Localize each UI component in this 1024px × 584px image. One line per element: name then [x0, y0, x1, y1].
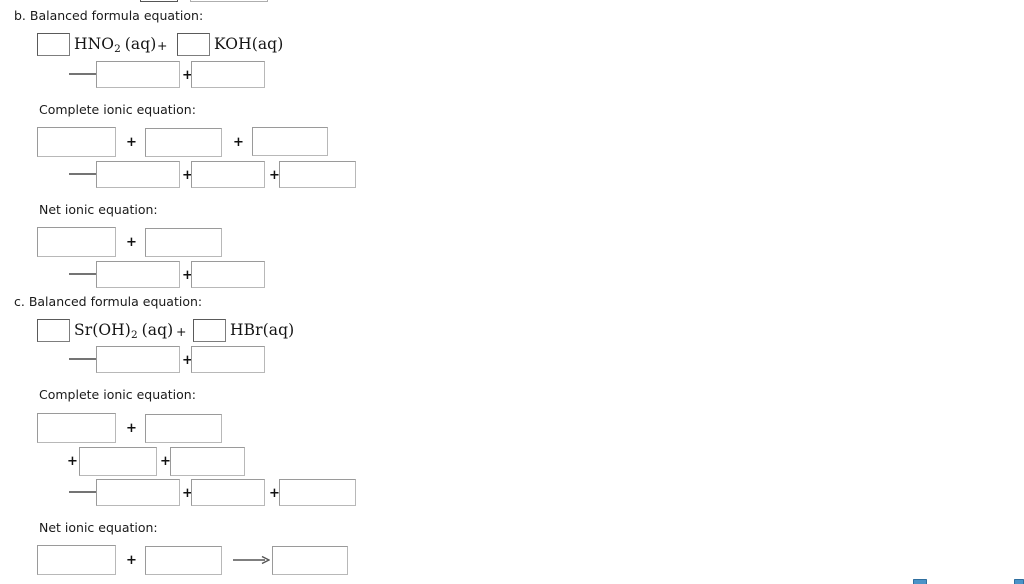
- section-b-ci-reactant-box-1[interactable]: [37, 127, 116, 157]
- section-b-ci-reactant-plus-1: +: [126, 135, 137, 150]
- section-c-product-box-2[interactable]: [191, 346, 265, 373]
- top-partial-box-1[interactable]: [140, 0, 178, 2]
- section-b-ni-reactant-plus-1: +: [126, 235, 137, 250]
- section-c-ci-product-box-1[interactable]: [96, 479, 180, 506]
- section-c-ni-product-box-1[interactable]: [272, 546, 348, 575]
- section-b-ni-product-plus-1: +: [182, 268, 193, 283]
- section-c-reactant-formula-1: Sr(OH)2(aq): [74, 321, 174, 341]
- section-c-ci-reactant-box-3[interactable]: [79, 447, 157, 476]
- section-b-ci-reactant-box-2[interactable]: [145, 128, 222, 157]
- section-b-net-ionic-label: Net ionic equation:: [39, 202, 158, 217]
- section-c-product-plus-1: +: [182, 353, 193, 368]
- section-b-ci-product-plus-1: +: [182, 168, 193, 183]
- section-c-ci-reactant-plus-2: +: [67, 454, 78, 469]
- section-b-ni-reactant-box-2[interactable]: [145, 228, 222, 257]
- section-b-ni-reactant-box-1[interactable]: [37, 227, 116, 257]
- section-c-ni-reaction-arrow: [232, 554, 270, 566]
- section-c-coefficient-box-2[interactable]: [193, 319, 226, 342]
- section-b-ci-product-box-1[interactable]: [96, 161, 180, 188]
- section-b-product-box-2[interactable]: [191, 61, 265, 88]
- bottom-partial-widget-2[interactable]: [1014, 579, 1024, 584]
- section-c-ci-product-plus-2: +: [269, 486, 280, 501]
- section-c-ni-reactant-box-2[interactable]: [145, 546, 222, 575]
- section-b-coefficient-box-2[interactable]: [177, 33, 210, 56]
- section-c-ci-reactant-box-2[interactable]: [145, 414, 222, 443]
- section-c-reactant-formula-2: HBr(aq): [230, 321, 295, 339]
- section-c-coefficient-box-1[interactable]: [37, 319, 70, 342]
- section-b-reactant-formula-1: HNO2(aq): [74, 35, 157, 55]
- section-b-coefficient-box-1[interactable]: [37, 33, 70, 56]
- section-c-ni-reactant-box-1[interactable]: [37, 545, 116, 575]
- section-c-complete-ionic-label: Complete ionic equation:: [39, 387, 196, 402]
- section-c-ci-product-plus-1: +: [182, 486, 193, 501]
- section-b-product-plus-1: +: [182, 68, 193, 83]
- section-c-ci-product-box-2[interactable]: [191, 479, 265, 506]
- section-b-reactant-plus-1: +: [157, 38, 168, 53]
- section-b-complete-ionic-label: Complete ionic equation:: [39, 102, 196, 117]
- section-b-product-box-1[interactable]: [96, 61, 180, 88]
- section-b-ni-product-box-2[interactable]: [191, 261, 265, 288]
- section-c-product-box-1[interactable]: [96, 346, 180, 373]
- bottom-partial-widget-1[interactable]: [913, 579, 927, 584]
- section-b-reactant-formula-2: KOH(aq): [214, 35, 284, 53]
- section-b-ci-product-plus-2: +: [269, 168, 280, 183]
- section-b-ni-product-box-1[interactable]: [96, 261, 180, 288]
- section-c-ci-product-box-3[interactable]: [279, 479, 356, 506]
- section-b-ci-product-box-3[interactable]: [279, 161, 356, 188]
- section-c-ci-reactant-box-1[interactable]: [37, 413, 116, 443]
- section-c-heading: c. Balanced formula equation:: [14, 294, 203, 309]
- section-b-ci-reactant-plus-2: +: [233, 135, 244, 150]
- section-c-net-ionic-label: Net ionic equation:: [39, 520, 158, 535]
- top-partial-box-2[interactable]: [190, 0, 268, 2]
- section-b-ci-reactant-box-3[interactable]: [252, 127, 328, 156]
- section-c-ni-reactant-plus-1: +: [126, 553, 137, 568]
- section-b-ci-product-box-2[interactable]: [191, 161, 265, 188]
- section-c-ci-reactant-plus-1: +: [126, 421, 137, 436]
- section-c-ci-reactant-plus-3: +: [160, 454, 171, 469]
- section-c-reactant-plus-1: +: [176, 324, 187, 339]
- section-c-ci-reactant-box-4[interactable]: [170, 447, 245, 476]
- section-b-heading: b. Balanced formula equation:: [14, 8, 204, 23]
